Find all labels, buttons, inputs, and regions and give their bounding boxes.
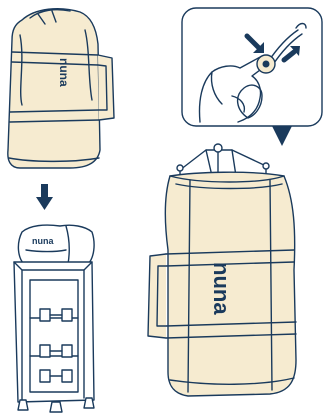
cord-lock-illustration	[182, 8, 322, 146]
frame-logo: nuna	[32, 236, 54, 246]
bag-logo: nuna	[57, 58, 71, 87]
triangle-pointer-icon	[272, 126, 292, 146]
arrow-down-icon	[36, 184, 53, 210]
large-bag-logo: nuna	[209, 262, 234, 315]
folded-bag-illustration: nuna	[8, 9, 114, 168]
playard-frame-illustration: nuna	[14, 225, 94, 412]
large-bag-illustration: nuna	[148, 144, 296, 396]
